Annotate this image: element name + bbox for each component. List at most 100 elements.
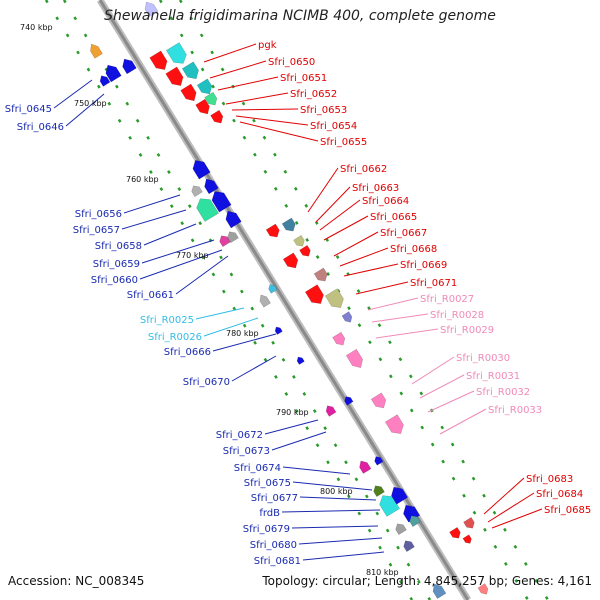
gene-feature-22 (259, 294, 271, 308)
kbp-label-0: 740 kbp (20, 23, 53, 32)
gene-feature-10 (166, 42, 187, 64)
gene-label-Sfri_R0028: Sfri_R0028 (430, 310, 484, 321)
gene-label-Sfri_R0031: Sfri_R0031 (466, 371, 520, 382)
leader-left-4 (143, 223, 197, 246)
genome-title: Shewanella frigidimarina NCIMB 400, comp… (104, 8, 496, 24)
gene-feature-11 (181, 61, 199, 80)
gene-feature-48 (403, 540, 415, 552)
leader-right-12 (339, 247, 389, 267)
backbone-line (98, 0, 470, 600)
gene-label-Sfri_0681: Sfri_0681 (254, 556, 301, 567)
leader-left-5 (141, 239, 215, 264)
gene-label-Sfri_0677: Sfri_0677 (251, 493, 298, 504)
gene-feature-45 (391, 486, 409, 505)
gene-label-Sfri_0675: Sfri_0675 (244, 478, 291, 489)
leader-right-24 (491, 508, 543, 529)
gene-label-Sfri_0665: Sfri_0665 (370, 212, 417, 223)
leader-left-20 (302, 551, 385, 561)
gene-label-Sfri_0656: Sfri_0656 (75, 209, 122, 220)
leader-left-13 (271, 431, 327, 451)
gene-label-Sfri_0669: Sfri_0669 (400, 260, 447, 271)
gene-feature-31 (313, 267, 328, 282)
gene-feature-13 (204, 91, 218, 106)
gene-feature-8 (195, 98, 210, 115)
gene-label-Sfri_0651: Sfri_0651 (280, 73, 327, 84)
leader-right-15 (367, 297, 419, 311)
gene-label-Sfri_0679: Sfri_0679 (243, 524, 290, 535)
gene-label-Sfri_R0029: Sfri_R0029 (440, 325, 494, 336)
leader-right-9 (319, 199, 361, 231)
leader-right-22 (483, 477, 525, 515)
leader-right-4 (231, 108, 299, 111)
gene-feature-33 (324, 288, 344, 308)
gene-feature-4 (144, 1, 159, 17)
gene-label-Sfri_0660: Sfri_0660 (91, 275, 138, 286)
gene-label-Sfri_0663: Sfri_0663 (352, 183, 399, 194)
gene-label-Sfri_0662: Sfri_0662 (340, 164, 387, 175)
gene-feature-12 (196, 78, 213, 95)
leader-right-14 (355, 281, 409, 295)
gene-feature-41 (359, 460, 372, 474)
gene-label-Sfri_0653: Sfri_0653 (300, 105, 347, 116)
gene-feature-0 (90, 43, 103, 59)
gene-feature-32 (304, 284, 324, 304)
leader-left-9 (203, 317, 259, 337)
gene-label-Sfri_0668: Sfri_0668 (390, 244, 437, 255)
gene-feature-1 (105, 64, 122, 83)
kbp-label-7: 810 kbp (366, 568, 399, 577)
gene-feature-30 (299, 245, 311, 257)
leader-left-2 (123, 194, 181, 214)
gene-feature-29 (282, 252, 299, 269)
leader-right-13 (343, 263, 399, 277)
gene-feature-38 (384, 414, 404, 434)
leader-right-0 (203, 43, 257, 63)
gene-feature-14 (192, 160, 211, 180)
genome-summary: Topology: circular; Length: 4,845,257 bp… (262, 574, 592, 588)
leader-right-2 (217, 76, 279, 91)
leader-left-7 (175, 255, 229, 295)
gene-feature-26 (265, 223, 280, 238)
leader-right-10 (323, 215, 369, 241)
gene-feature-28 (293, 235, 305, 247)
leader-right-18 (411, 356, 455, 385)
leader-right-7 (307, 167, 339, 213)
gene-feature-40 (344, 396, 354, 406)
leader-right-5 (235, 115, 309, 126)
leader-left-14 (282, 466, 351, 475)
leader-left-17 (281, 509, 381, 513)
gene-feature-42 (374, 456, 384, 466)
gene-label-Sfri_0659: Sfri_0659 (93, 259, 140, 270)
gene-feature-18 (191, 185, 203, 197)
gene-label-Sfri_0654: Sfri_0654 (310, 121, 357, 132)
gene-labels: Sfri_0645Sfri_0646Sfri_0656Sfri_0657Sfri… (5, 40, 591, 567)
leader-right-3 (225, 92, 289, 105)
gene-feature-52 (462, 534, 472, 544)
gene-label-Sfri_0671: Sfri_0671 (410, 278, 457, 289)
gene-feature-16 (211, 191, 232, 213)
leader-left-3 (121, 209, 187, 230)
kbp-label-1: 750 kbp (74, 99, 107, 108)
gene-label-Sfri_0683: Sfri_0683 (526, 474, 573, 485)
leader-left-18 (291, 525, 379, 529)
kbp-label-6: 800 kbp (320, 487, 353, 496)
gene-feature-36 (345, 348, 363, 368)
gene-label-Sfri_R0032: Sfri_R0032 (476, 387, 530, 398)
gene-feature-19 (196, 198, 219, 222)
gene-feature-50 (449, 527, 461, 539)
leader-left-6 (139, 249, 223, 280)
gene-feature-5 (149, 50, 168, 70)
gene-label-Sfri_0655: Sfri_0655 (320, 137, 367, 148)
gene-label-Sfri_0685: Sfri_0685 (544, 505, 591, 516)
gene-label-Sfri_0645: Sfri_0645 (5, 104, 52, 115)
gene-feature-23 (268, 284, 278, 294)
gene-label-Sfri_R0033: Sfri_R0033 (488, 405, 542, 416)
gene-label-Sfri_0652: Sfri_0652 (290, 89, 337, 100)
gene-label-Sfri_0661: Sfri_0661 (127, 290, 174, 301)
gene-label-Sfri_R0026: Sfri_R0026 (148, 332, 202, 343)
gene-feature-25 (296, 356, 305, 365)
gene-feature-2 (122, 58, 137, 75)
gene-feature-21 (227, 231, 239, 243)
accession: Accession: NC_008345 (8, 574, 145, 588)
